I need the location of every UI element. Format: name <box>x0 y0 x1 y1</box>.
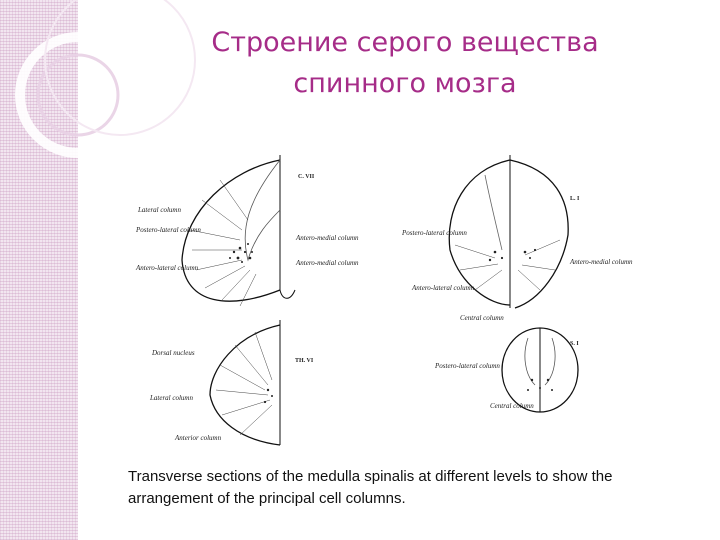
decorative-side-stripe <box>0 0 78 540</box>
level-label-2: L. I <box>570 196 580 202</box>
title-line-2: спинного мозга <box>293 68 517 99</box>
section-thoracic: TH. VI Dorsal nucleus Lateral column Ant… <box>149 320 314 446</box>
label-antero-medial-1b: Antero-medial column <box>295 259 359 267</box>
figure-caption: Transverse sections of the medulla spina… <box>128 468 613 507</box>
label-lateral-column-1: Lateral column <box>137 206 181 214</box>
label-antero-medial-2: Antero-medial column <box>569 258 633 266</box>
label-lateral-column-3: Lateral column <box>149 394 193 402</box>
section-lumbar: L. I Postero-lateral column Antero-media… <box>401 155 633 322</box>
level-label-4: S. I <box>570 341 579 347</box>
label-postero-lateral-4: Postero-lateral column <box>434 362 500 370</box>
label-central-column-2: Central column <box>460 314 504 322</box>
label-central-column-4: Central column <box>490 402 534 410</box>
level-label-3: TH. VI <box>295 358 314 364</box>
label-anterior-column-3: Anterior column <box>174 434 222 442</box>
label-antero-medial-1a: Antero-medial column <box>295 234 359 242</box>
spinal-cord-sections-figure: C. VII Lateral column Postero-lateral co… <box>135 155 633 446</box>
slide-title: Строение серого вещества спинного мозга <box>150 22 660 104</box>
label-antero-lateral-2: Antero-lateral column <box>411 284 475 292</box>
level-label-1: C. VII <box>298 174 315 180</box>
title-line-1: Строение серого вещества <box>211 27 599 58</box>
label-dorsal-nucleus-3: Dorsal nucleus <box>151 349 195 357</box>
label-antero-lateral-1: Antero-lateral column <box>135 264 199 272</box>
label-postero-lateral-1: Postero-lateral column <box>135 226 201 234</box>
label-postero-lateral-2: Postero-lateral column <box>401 229 467 237</box>
section-cervical: C. VII Lateral column Postero-lateral co… <box>135 155 359 307</box>
section-sacral: S. I Postero-lateral column Central colu… <box>434 327 579 413</box>
